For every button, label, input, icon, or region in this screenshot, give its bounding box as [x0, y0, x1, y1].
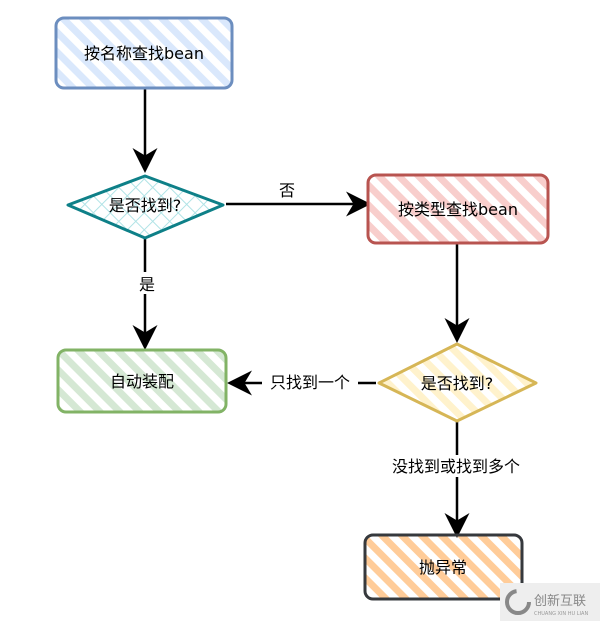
node-find-by-type: 按类型查找bean: [366, 173, 550, 245]
watermark-logo-icon: [505, 589, 531, 615]
edge-label-none-or-many: 没找到或找到多个: [392, 457, 520, 476]
node-find-by-name: 按名称查找bean: [54, 16, 234, 90]
node-throw-exception: 抛异常: [363, 533, 524, 601]
node-autowire: 自动装配: [56, 348, 228, 414]
node-decision-found-1: 是否找到?: [66, 174, 225, 240]
edge-label-only-one: 只找到一个: [270, 373, 350, 392]
watermark-subtext: CHUANG XIN HU LIAN: [534, 611, 588, 617]
watermark: 创新互联 CHUANG XIN HU LIAN: [500, 583, 600, 621]
node-label: 按类型查找bean: [398, 200, 518, 219]
watermark-text: 创新互联: [534, 593, 586, 609]
node-label: 自动装配: [110, 372, 174, 391]
node-label: 是否找到?: [109, 196, 182, 215]
node-label: 抛异常: [419, 558, 467, 577]
edge-label-yes: 是: [139, 275, 155, 294]
edge-label-no: 否: [279, 181, 295, 200]
node-label: 是否找到?: [421, 374, 494, 393]
node-decision-found-2: 是否找到?: [377, 342, 538, 423]
node-label: 按名称查找bean: [84, 44, 204, 63]
